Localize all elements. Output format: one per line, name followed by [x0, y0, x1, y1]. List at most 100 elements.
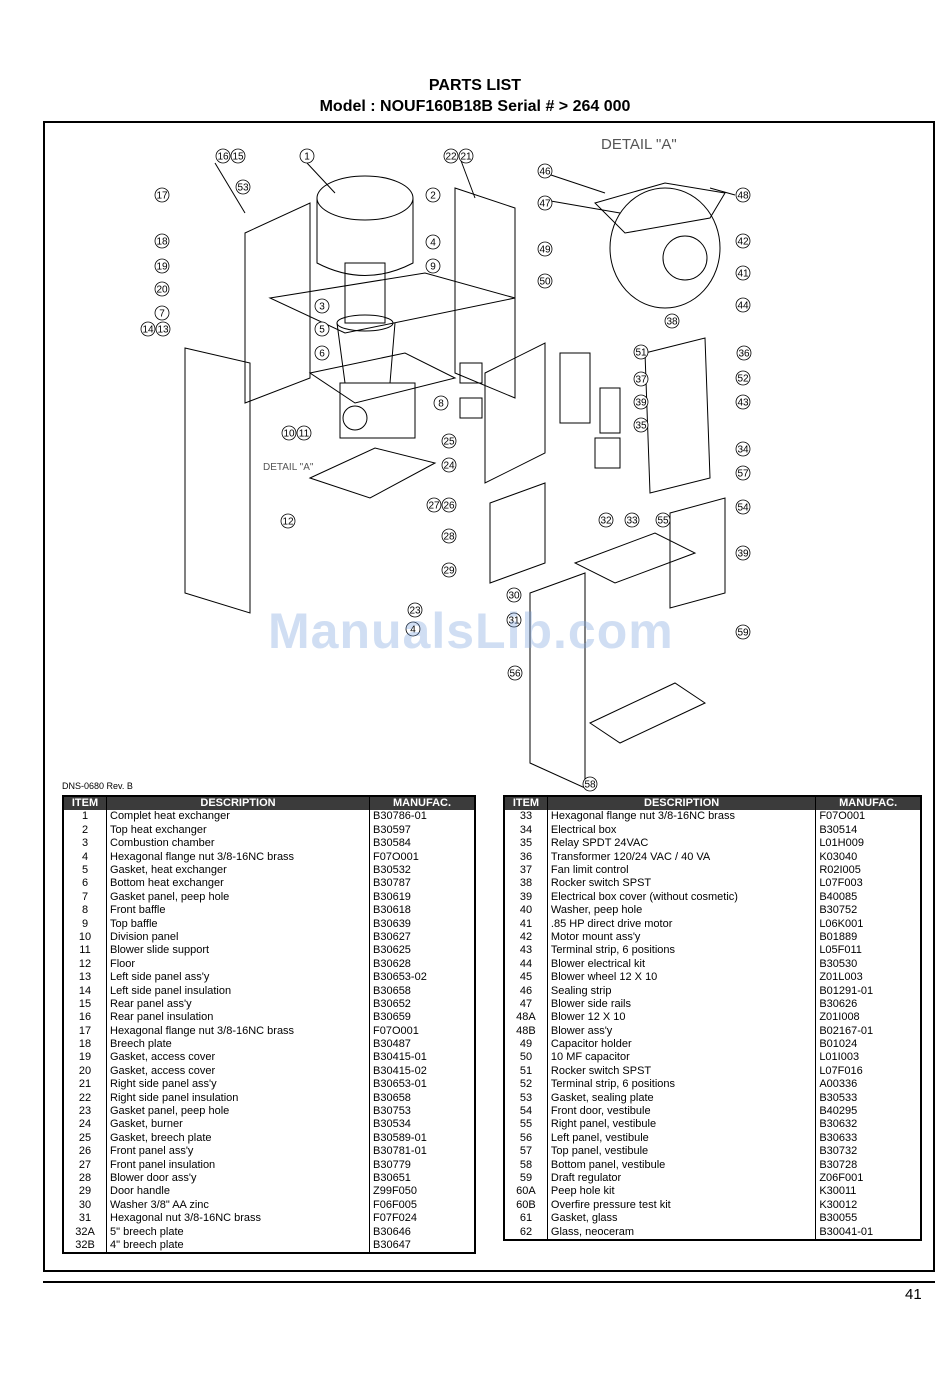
description-cell: Floor	[106, 957, 370, 971]
manufac-code-cell: B30619	[369, 890, 476, 904]
item-cell: 23	[63, 1104, 107, 1118]
description-cell: Right side panel ass'y	[106, 1077, 370, 1092]
item-cell: 43	[504, 943, 548, 958]
manufac-code-cell: B30041-01	[815, 1225, 922, 1241]
description-cell: Capacitor holder	[547, 1037, 817, 1052]
description-cell: Complet heat exchanger	[106, 810, 370, 824]
callout-number: 47	[539, 199, 551, 210]
item-cell: 26	[63, 1144, 107, 1159]
callout-number: 38	[666, 317, 678, 328]
item-cell: 12	[63, 957, 107, 971]
callout-number: 54	[737, 503, 749, 514]
callout-bubble: 34	[735, 441, 751, 457]
callout-number: 7	[159, 309, 165, 320]
manufac-code-cell: B30532	[369, 863, 476, 877]
item-cell: 42	[504, 930, 548, 944]
item-cell: 41	[504, 917, 548, 931]
description-cell: Blower slide support	[106, 943, 370, 958]
description-cell: Blower wheel 12 X 10	[547, 970, 817, 985]
manufac-code-cell: L07F016	[815, 1064, 922, 1078]
item-cell: 10	[63, 930, 107, 944]
callout-number: 39	[737, 549, 749, 560]
item-cell: 24	[63, 1117, 107, 1132]
description-cell: Breech plate	[106, 1037, 370, 1052]
callout-number: 2	[430, 191, 436, 202]
manufac-code-cell: B40295	[815, 1104, 922, 1118]
item-cell: 28	[63, 1171, 107, 1185]
description-cell: Rocker switch SPST	[547, 876, 817, 891]
callout-bubble: 30	[506, 587, 522, 603]
manufac-code-cell: B01024	[815, 1037, 922, 1052]
item-cell: 2	[63, 823, 107, 837]
manufac-code-cell: B30584	[369, 836, 476, 851]
item-cell: 45	[504, 970, 548, 985]
callout-number: 53	[237, 183, 249, 194]
callout-number: 51	[635, 348, 647, 359]
manufac-code-cell: F07O001	[369, 1024, 476, 1038]
description-cell: Washer 3/8" AA zinc	[106, 1198, 370, 1212]
callout-number: 5	[319, 325, 325, 336]
item-cell: 3	[63, 836, 107, 851]
callout-bubble: 42	[735, 233, 751, 249]
callout-bubble: 59	[735, 624, 751, 640]
description-cell: Bottom panel, vestibule	[547, 1158, 817, 1172]
item-cell: 57	[504, 1144, 548, 1159]
callout-bubble: 54	[735, 499, 751, 515]
item-cell: 36	[504, 850, 548, 864]
callout-number: 11	[299, 429, 310, 440]
description-cell: Terminal strip, 6 positions	[547, 943, 817, 958]
footer-rule	[43, 1281, 935, 1283]
callout-number: 43	[737, 398, 749, 409]
callout-bubble: 9	[425, 258, 441, 274]
manufac-code-cell: B30415-01	[369, 1051, 476, 1065]
callout-bubble: 8	[433, 395, 449, 411]
manufac-code-cell: B30626	[815, 997, 922, 1011]
callout-number: 39	[635, 398, 647, 409]
description-cell: Gasket, access cover	[106, 1051, 370, 1065]
manufac-code-cell: B30653-01	[369, 1077, 476, 1092]
description-cell: Transformer 120/24 VAC / 40 VA	[547, 850, 817, 864]
callout-number: 41	[737, 269, 749, 280]
detail-a-title: DETAIL "A"	[601, 136, 677, 153]
description-cell: Top panel, vestibule	[547, 1144, 817, 1159]
item-cell: 31	[63, 1211, 107, 1226]
callout-number: 48	[737, 191, 749, 202]
callout-number: 56	[509, 669, 521, 680]
callout-bubble: 39	[633, 394, 649, 410]
callout-number: 29	[443, 566, 455, 577]
item-cell: 18	[63, 1037, 107, 1052]
description-cell: Washer, peep hole	[547, 903, 817, 918]
item-cell: 48A	[504, 1010, 548, 1025]
description-cell: Door handle	[106, 1184, 370, 1199]
item-cell: 16	[63, 1010, 107, 1025]
manufac-code-cell: B30653-02	[369, 970, 476, 985]
callout-bubble: 20	[154, 281, 170, 297]
callout-bubble: 58	[582, 776, 598, 792]
manufac-code-cell: B30589-01	[369, 1131, 476, 1145]
callout-bubble: 18	[154, 233, 170, 249]
callout-number: 14	[142, 325, 154, 336]
item-cell: 59	[504, 1171, 548, 1185]
manufac-code-cell: K03040	[815, 850, 922, 864]
description-cell: Blower electrical kit	[547, 957, 817, 971]
callout-bubble: 31	[506, 612, 522, 628]
description-cell: Sealing strip	[547, 984, 817, 998]
detail-a-small-label: DETAIL "A"	[263, 462, 314, 473]
item-cell: 39	[504, 890, 548, 904]
description-cell: Gasket, access cover	[106, 1064, 370, 1078]
description-cell: Electrical box	[547, 823, 817, 837]
